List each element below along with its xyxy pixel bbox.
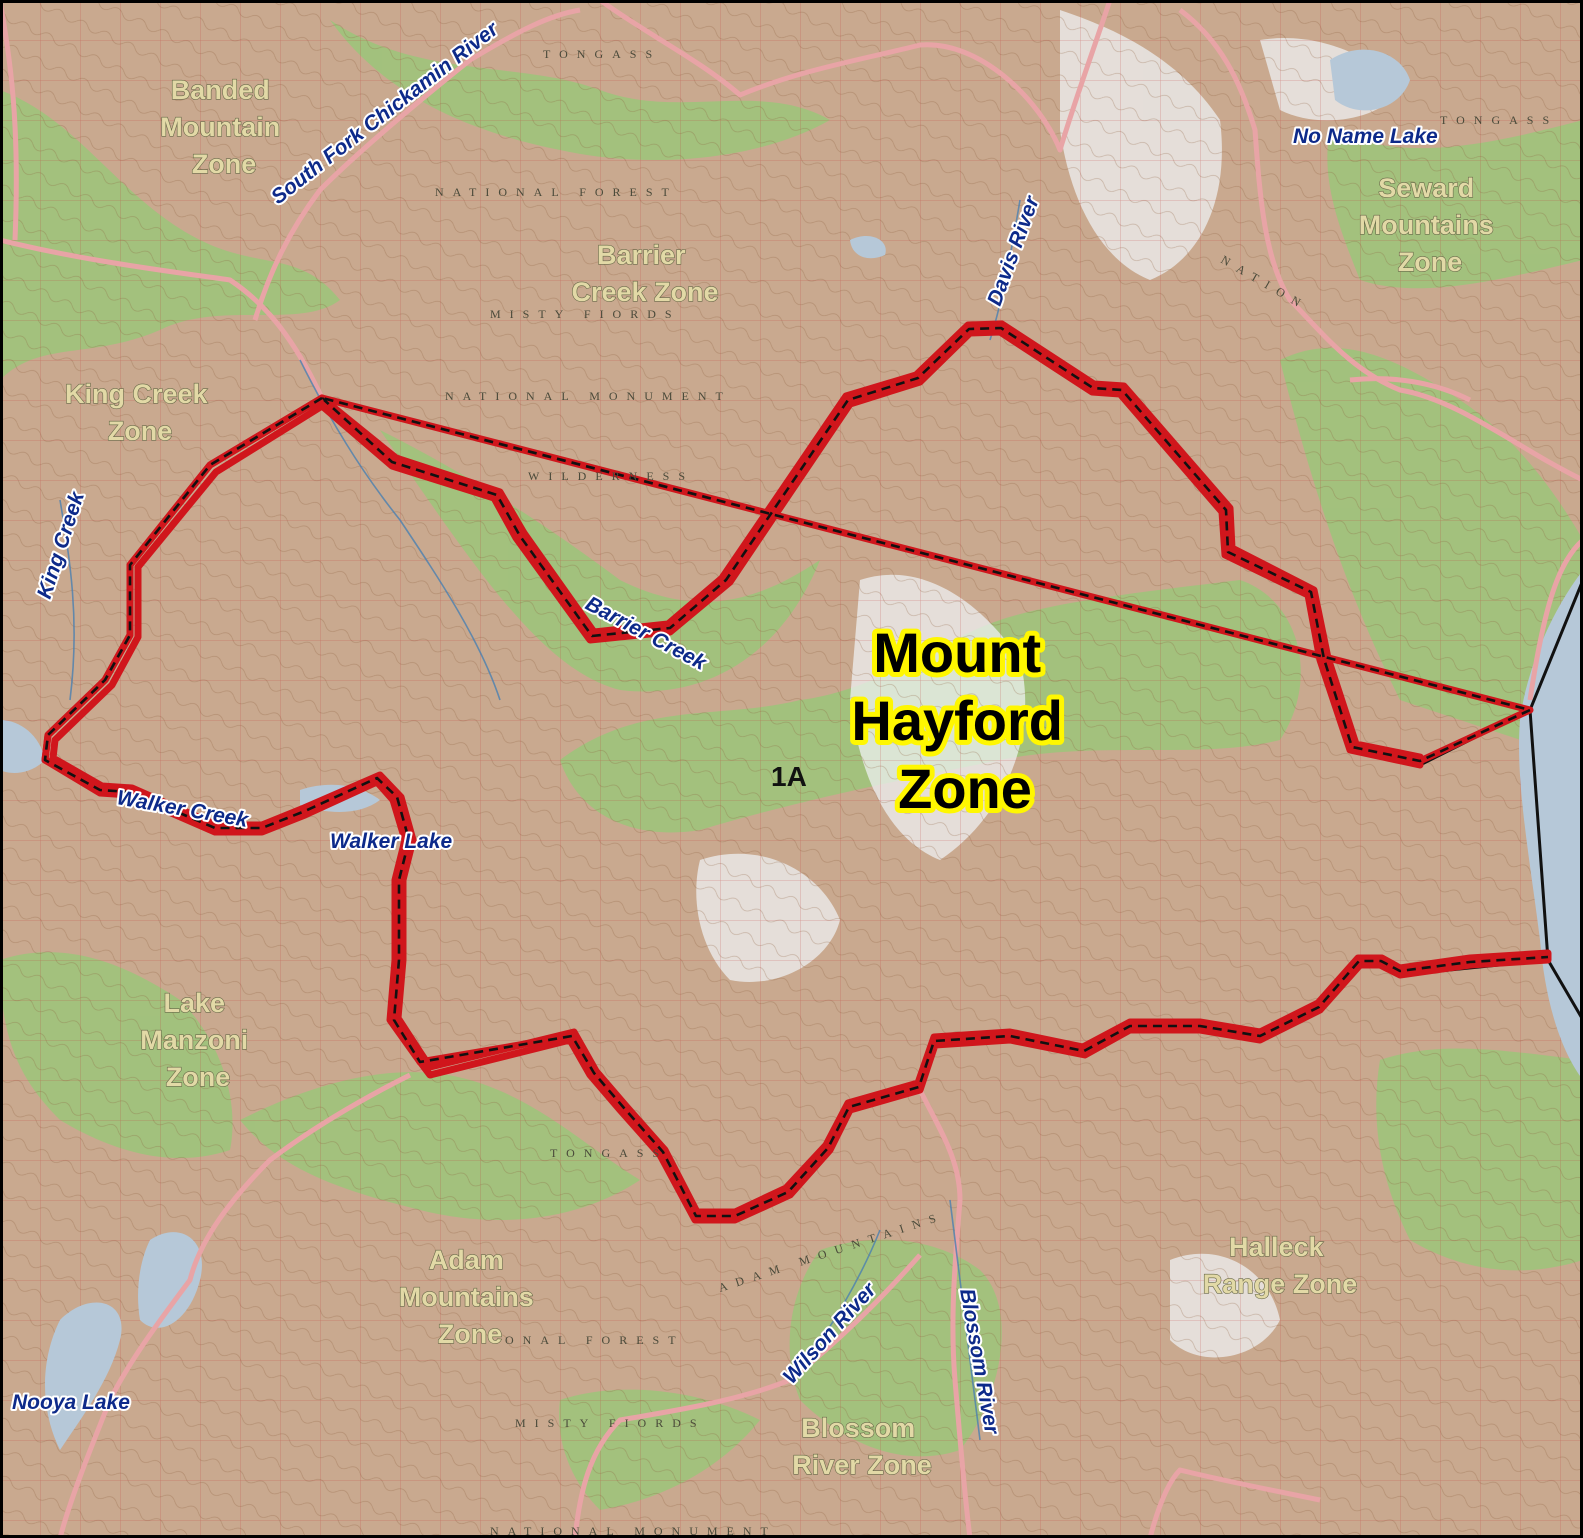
zone-lake-manzoni: Lake Manzoni Zone [140,988,256,1092]
label-tongass-south: TONGASS [550,1146,668,1160]
label-misty-fiords-south: MISTY FIORDS [515,1416,706,1430]
water-no-name-lake [1330,49,1410,111]
label-national-monument-south: NATIONAL MONUMENT [490,1524,777,1538]
label-tongass-north: TONGASS [543,47,661,61]
east-boundary-line [1528,579,1583,1021]
stream-layer [59,199,1021,1441]
main-zone-label: Mount Hayford Zone [851,621,1078,820]
zone-seward-mountains: Seward Mountains Zone [1359,173,1502,277]
label-national-monument-north: NATIONAL MONUMENT [445,389,732,403]
zone-halleck-range: Halleck Range Zone [1203,1232,1358,1299]
water-layer [0,49,1583,1450]
label-misty-fiords-north: MISTY FIORDS [490,307,681,321]
zone-king-creek: King Creek Zone [65,379,215,446]
label-national-forest-south: ONAL FOREST [505,1333,685,1347]
label-nooya-lake: Nooya Lake [12,1391,130,1414]
mount-hayford-boundary [41,320,1552,1224]
zone-adam-mountains: Adam Mountains Zone [399,1245,542,1349]
label-wilderness: WILDERNESS [528,469,694,483]
label-walker-lake: Walker Lake [330,830,453,853]
label-tongass-east: TONGASS [1440,113,1558,127]
zone-barrier-creek: Barrier Creek Zone [571,240,718,307]
zone-labels: Banded Mountain Zone Barrier Creek Zone … [64,74,1502,1480]
water-nooya-lake [45,1302,122,1450]
zone-blossom-river: Blossom River Zone [792,1413,932,1480]
water-barrier-pond [850,235,886,259]
label-national-forest-north: NATIONAL FOREST [435,185,678,199]
label-no-name-lake: No Name Lake [1293,125,1438,148]
water-west-inlet [0,720,45,773]
zone-banded-mountain: Banded Mountain Zone [160,75,288,179]
main-zone-code: 1A [771,761,807,792]
water-west-lake [138,1232,202,1328]
